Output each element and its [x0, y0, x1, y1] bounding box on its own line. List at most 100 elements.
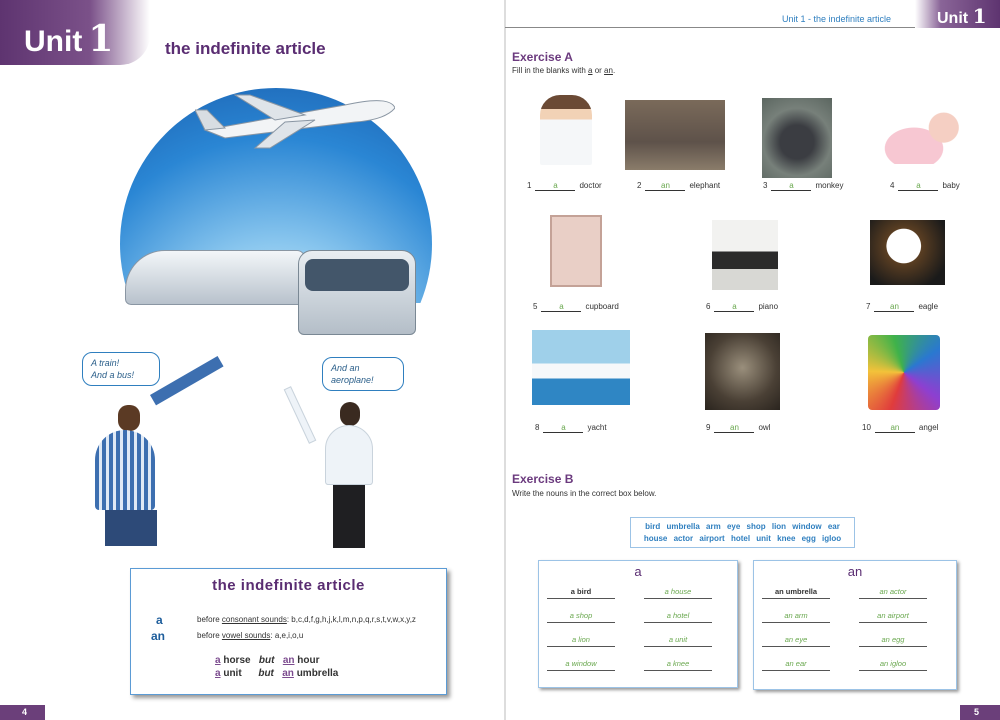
item-word: angel [918, 423, 939, 432]
answer-blank[interactable]: an [714, 423, 755, 433]
exercise-a-instruction: Fill in the blanks with a or an. [512, 66, 616, 75]
angel-image [868, 335, 940, 410]
answer-line[interactable]: an ear [762, 659, 830, 671]
raised-arm [283, 386, 317, 444]
answer-box-an: an an umbrella an actor an arm an airport an… [753, 560, 957, 690]
page-gutter [504, 0, 506, 720]
item-word: baby [942, 181, 960, 190]
man-in-checked-shirt [95, 430, 155, 510]
example-row: a horse but an hour [215, 655, 320, 666]
answer-line[interactable]: an egg [859, 635, 927, 647]
answer-line[interactable]: an airport [859, 611, 927, 623]
train-image [125, 250, 305, 305]
pointing-arm [150, 356, 243, 439]
answer-line[interactable]: a window [547, 659, 615, 671]
answer-blank[interactable]: a [898, 181, 939, 191]
answer-line[interactable]: a bird [547, 587, 615, 599]
item-word: doctor [579, 181, 602, 190]
running-header: Unit 1 - the indefinite article [782, 14, 892, 24]
page-title: the indefinite article [165, 39, 326, 58]
item-number: 5 [533, 302, 538, 311]
man-head [340, 402, 360, 426]
exercise-b-instruction: Write the nouns in the correct box below… [512, 489, 657, 498]
example-row: a unit but an umbrella [215, 668, 339, 679]
rule-text-a: before consonant sounds: b,c,d,f,g,h,j,k… [197, 615, 416, 624]
answer-blank[interactable]: a [771, 181, 812, 191]
answer-line[interactable]: a lion [547, 635, 615, 647]
item-number: 3 [763, 181, 768, 190]
answer-line[interactable]: an actor [859, 587, 927, 599]
rule-key-a: a [156, 613, 163, 627]
monkey-image [762, 98, 832, 178]
item-number: 4 [890, 181, 895, 190]
answer-line[interactable]: an igloo [859, 659, 927, 671]
speech-bubble-train: A train! And a bus! [82, 352, 160, 386]
answer-line[interactable]: an umbrella [762, 587, 830, 599]
unit-number: 1 [88, 18, 114, 60]
item-word: cupboard [585, 302, 619, 311]
item-number: 7 [866, 302, 871, 311]
item-number: 10 [862, 423, 871, 432]
answer-line[interactable]: an eye [762, 635, 830, 647]
bubble-text: And an aeroplane! [331, 363, 374, 385]
elephant-image [625, 100, 725, 170]
answer-box-heading: a [634, 564, 642, 579]
rule-key-an: an [151, 629, 166, 643]
page-number-right: 5 [960, 705, 1000, 720]
word-bank-line: house actor airport hotel unit knee egg … [643, 534, 842, 543]
answer-blank[interactable]: a [535, 181, 576, 191]
answer-line[interactable]: a house [644, 587, 712, 599]
man-head [118, 405, 140, 431]
bubble-text: A train! [91, 358, 120, 368]
answer-blank[interactable]: a [714, 302, 755, 312]
item-word: piano [758, 302, 779, 311]
unit-tab-right: Unit 1 [915, 0, 1000, 28]
doctor-image [540, 95, 592, 165]
item-number: 6 [706, 302, 711, 311]
exercise-b-title: Exercise B [512, 472, 574, 486]
answer-line[interactable]: a shop [547, 611, 615, 623]
item-number: 2 [637, 181, 642, 190]
answer-blank[interactable]: a [541, 302, 582, 312]
bus-image [298, 250, 416, 335]
rule-box: the indefinite article a before consonan… [130, 568, 447, 695]
word-bank: bird umbrella arm eye shop lion window e… [630, 517, 855, 548]
answer-line[interactable]: an arm [762, 611, 830, 623]
answer-line[interactable]: a hotel [644, 611, 712, 623]
piano-image [712, 220, 778, 290]
baby-image [880, 112, 965, 164]
item-word: monkey [815, 181, 844, 190]
answer-blank[interactable]: an [874, 423, 915, 433]
answer-line[interactable]: a unit [644, 635, 712, 647]
item-word: eagle [918, 302, 939, 311]
trousers [333, 485, 365, 548]
cupboard-image [550, 215, 602, 287]
bubble-text: And a bus! [91, 370, 135, 380]
answer-line[interactable]: a knee [644, 659, 712, 671]
answer-blank[interactable]: an [874, 302, 915, 312]
man-in-white-shirt [325, 425, 373, 485]
rule-box-heading: the indefinite article [212, 577, 365, 594]
jeans [105, 510, 157, 546]
item-word: owl [758, 423, 771, 432]
answer-blank[interactable]: a [543, 423, 584, 433]
speech-bubble-aeroplane: And an aeroplane! [322, 357, 404, 391]
unit-word: Unit [24, 25, 83, 58]
item-number: 9 [706, 423, 711, 432]
page-number-left: 4 [0, 705, 45, 720]
answer-box-heading: an [847, 564, 863, 579]
owl-image [705, 333, 780, 410]
item-number: 1 [527, 181, 532, 190]
answer-blank[interactable]: an [645, 181, 686, 191]
